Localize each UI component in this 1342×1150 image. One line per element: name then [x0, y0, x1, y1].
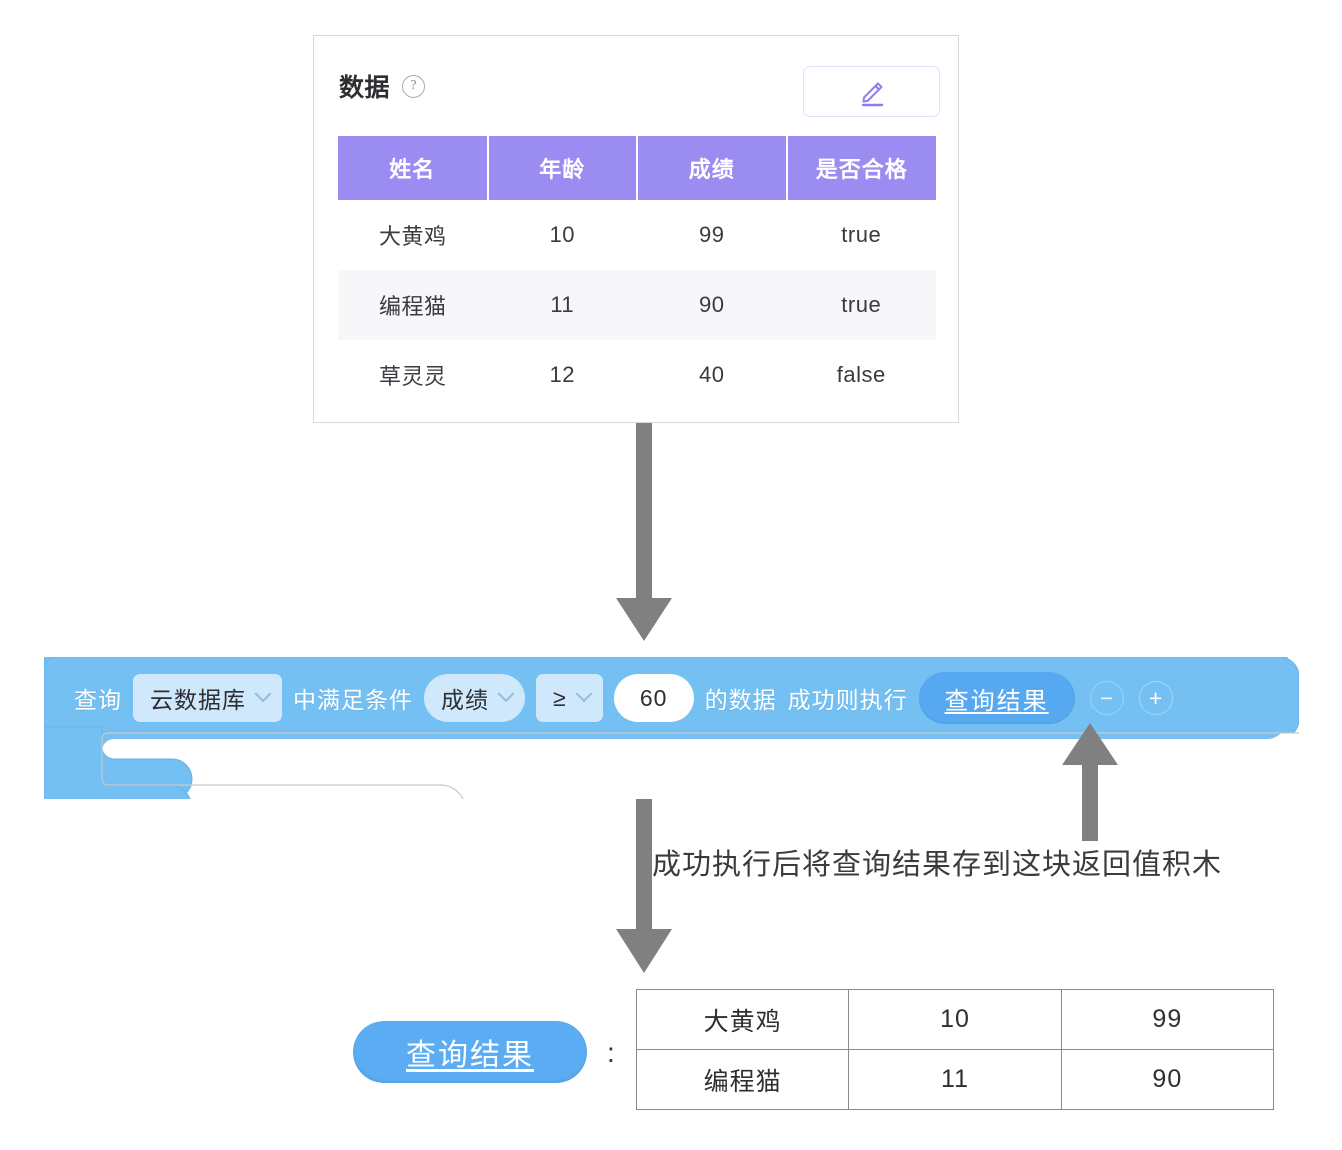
add-param-button[interactable]: +	[1138, 681, 1173, 715]
arrow-up-to-return-variable	[1062, 723, 1118, 841]
question-mark-icon[interactable]: ?	[402, 74, 426, 98]
edit-data-button[interactable]	[803, 66, 940, 117]
table-header-row: 姓名 年龄 成绩 是否合格	[338, 136, 936, 200]
cell-pass: true	[786, 270, 936, 340]
operator-dropdown-label: ≥	[553, 684, 567, 711]
source-dropdown[interactable]: 云数据库	[133, 674, 282, 722]
field-dropdown[interactable]: 成绩	[424, 674, 525, 722]
cell-score: 99	[1060, 989, 1275, 1050]
cell-score: 99	[637, 200, 787, 270]
label-condition: 中满足条件	[293, 687, 413, 713]
operator-dropdown[interactable]: ≥	[536, 674, 603, 722]
table-row: 编程猫 11 90 true	[338, 270, 936, 340]
threshold-input[interactable]: 60	[613, 674, 694, 722]
result-variable-pill[interactable]: 查询结果	[353, 1021, 587, 1083]
result-separator: :	[607, 1037, 615, 1068]
result-table: 大黄鸡 10 99 编程猫 11 90	[635, 989, 1275, 1110]
label-then-execute: 成功则执行	[787, 687, 908, 713]
page-title: 数据	[339, 74, 391, 102]
cell-age: 10	[848, 989, 1062, 1050]
query-block[interactable]: 查询 云数据库 中满足条件 成绩 ≥ 60 的数据 成功则执行 查询结果 − +	[44, 657, 1299, 799]
cell-pass: false	[786, 340, 936, 410]
table-row: 大黄鸡 10 99	[635, 989, 1275, 1050]
cell-score: 40	[637, 340, 787, 410]
label-of-data: 的数据	[704, 687, 777, 713]
arrow-down-to-result	[616, 799, 672, 973]
chevron-down-icon	[575, 685, 593, 703]
cell-pass: true	[786, 200, 936, 270]
data-table-card: 数据 ? 姓名 年龄 成绩 是否合格 大黄鸡 1	[313, 35, 959, 423]
data-table: 姓名 年龄 成绩 是否合格 大黄鸡 10 99 true 编程猫 11 90 t	[338, 136, 936, 410]
column-header-score: 成绩	[637, 136, 788, 200]
cell-age: 12	[487, 340, 637, 410]
table-row: 大黄鸡 10 99 true	[338, 200, 936, 270]
cell-age: 11	[848, 1049, 1062, 1110]
cell-name: 编程猫	[338, 270, 488, 340]
pencil-edit-icon	[861, 82, 883, 106]
cell-name: 草灵灵	[338, 340, 488, 410]
annotation-text: 成功执行后将查询结果存到这块返回值积木	[652, 849, 1223, 881]
cell-age: 11	[487, 270, 637, 340]
table-row: 编程猫 11 90	[635, 1049, 1275, 1110]
column-header-age: 年龄	[487, 136, 638, 200]
cell-age: 10	[487, 200, 637, 270]
chevron-down-icon	[497, 685, 515, 703]
field-dropdown-label: 成绩	[441, 687, 489, 713]
remove-param-button[interactable]: −	[1089, 681, 1124, 715]
arrow-down-card-to-block	[616, 423, 672, 641]
return-value-variable[interactable]: 查询结果	[918, 672, 1075, 724]
column-header-name: 姓名	[338, 136, 489, 200]
cell-score: 90	[637, 270, 787, 340]
data-card-header: 数据 ?	[314, 36, 958, 136]
column-header-pass: 是否合格	[786, 136, 936, 200]
chevron-down-icon	[254, 685, 272, 703]
source-dropdown-label: 云数据库	[150, 687, 246, 713]
block-content-row: 查询 云数据库 中满足条件 成绩 ≥ 60 的数据 成功则执行 查询结果 − +	[74, 657, 1173, 739]
table-row: 草灵灵 12 40 false	[338, 340, 936, 410]
cell-name: 大黄鸡	[635, 989, 850, 1050]
cell-name: 编程猫	[635, 1049, 850, 1110]
cell-name: 大黄鸡	[338, 200, 488, 270]
cell-score: 90	[1060, 1049, 1275, 1110]
label-query: 查询	[74, 687, 122, 713]
